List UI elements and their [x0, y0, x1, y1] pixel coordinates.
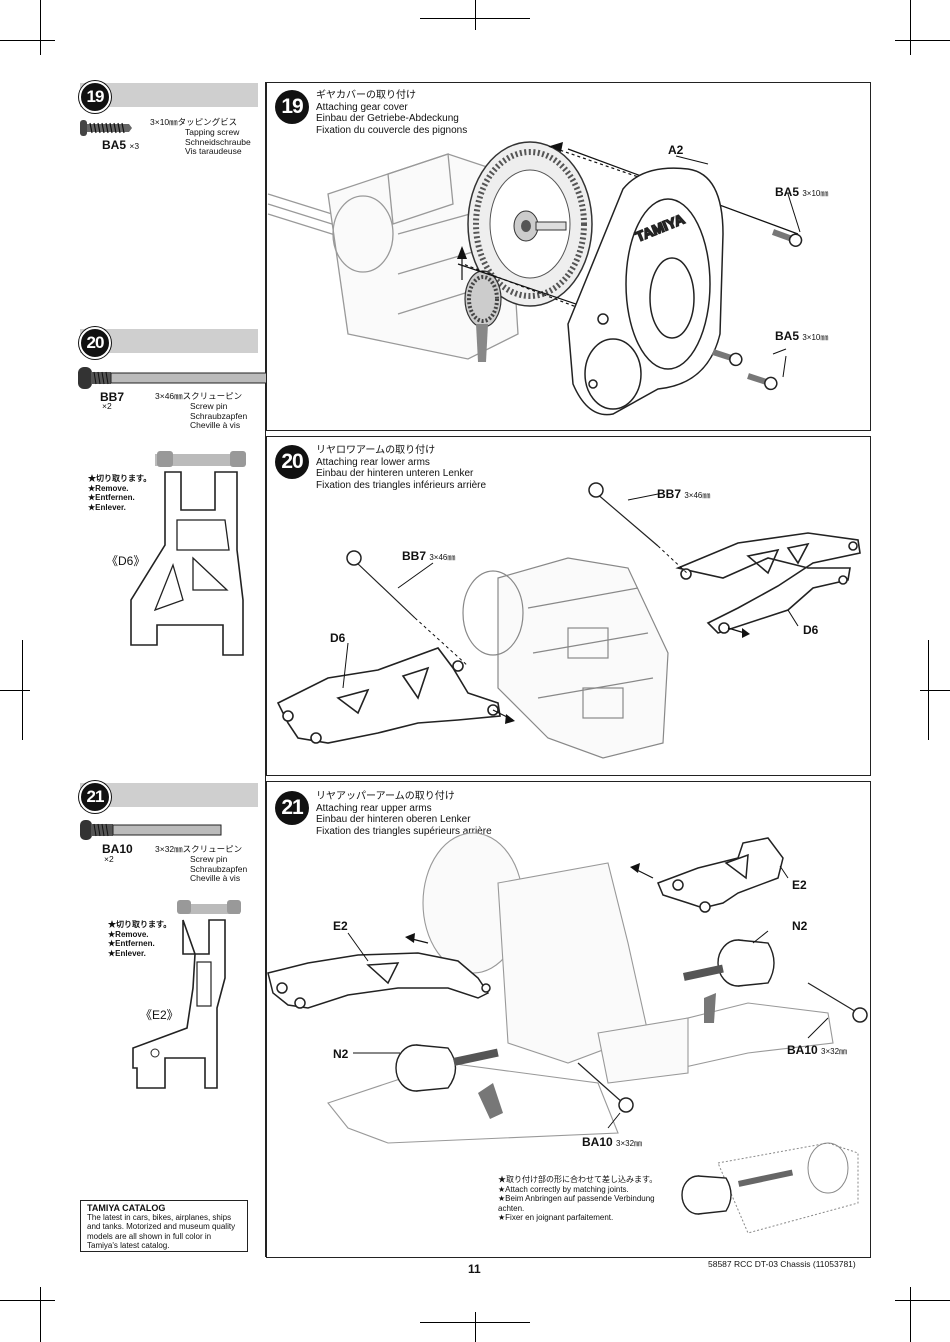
tamiya-catalog-box: TAMIYA CATALOG The latest in cars, bikes… — [80, 1200, 248, 1252]
callout-ba10-right: BA10 3×32㎜ — [787, 1043, 848, 1057]
part-description-translations: Screw pin Schraubzapfen Cheville à vis — [190, 401, 248, 430]
step-20-title: リヤロワアームの取り付け Attaching rear lower arms E… — [316, 445, 487, 491]
step-19-title: ギヤカバーの取り付け Attaching gear cover Einbau d… — [316, 90, 468, 136]
crop-mark — [895, 1300, 950, 1301]
step-19-badge: 19 — [79, 81, 111, 113]
gearbox-illustration: TAMIYA — [267, 141, 803, 416]
part-description: 3×10㎜タッピングビス — [150, 117, 238, 127]
callout-ba10-bottom: BA10 3×32㎜ — [582, 1135, 643, 1149]
tapping-screw-icon — [80, 120, 132, 136]
callout-d6-left: D6 — [330, 631, 346, 645]
callout-ba5-bottom: BA5 3×10㎜ — [775, 329, 829, 343]
remove-note: ★切り取ります。 ★Remove. ★Entfernen. ★Enlever. — [88, 474, 152, 512]
part-description-translations: Tapping screw Schneidschraube Vis taraud… — [185, 127, 251, 156]
crop-mark — [910, 1287, 911, 1342]
part-code: BB7 — [100, 390, 125, 404]
crop-mark — [0, 690, 30, 691]
part-qty: ×2 — [102, 401, 112, 411]
sidebar-divider — [265, 82, 266, 1257]
screw-pin-icon — [80, 820, 222, 840]
attach-tip: ★取り付け部の形に合わせて差し込みます。 ★Attach correctly b… — [498, 1175, 658, 1222]
crop-mark — [910, 0, 911, 55]
catalog-body: The latest in cars, bikes, airplanes, sh… — [87, 1213, 236, 1250]
part-label-e2: 《E2》 — [140, 1008, 179, 1022]
callout-ba5-top: BA5 3×10㎜ — [775, 185, 829, 199]
callout-d6-right: D6 — [803, 623, 819, 637]
callout-n2-right: N2 — [792, 919, 808, 933]
part-code: BA5 ×3 — [102, 138, 140, 152]
part-code: BA10 — [102, 842, 133, 856]
remove-note: ★切り取ります。 ★Remove. ★Entfernen. ★Enlever. — [108, 920, 172, 958]
part-description-translations: Screw pin Schraubzapfen Cheville à vis — [190, 854, 248, 883]
document-id: 58587 RCC DT-03 Chassis (11053781) — [708, 1259, 856, 1269]
e2-part-drawing — [132, 900, 241, 1089]
catalog-title: TAMIYA CATALOG — [87, 1203, 166, 1213]
callout-a2: A2 — [668, 143, 684, 157]
screw-pin-icon — [78, 367, 280, 389]
crop-mark — [0, 40, 55, 41]
crop-mark — [420, 1322, 530, 1323]
step-21-number: 21 — [275, 791, 309, 825]
step-19-number: 19 — [275, 90, 309, 124]
crop-mark — [895, 40, 950, 41]
part-description: 3×46㎜スクリューピン — [155, 391, 243, 401]
crop-mark — [928, 640, 929, 740]
part-label-d6: 《D6》 — [106, 554, 146, 568]
step-21-badge: 21 — [79, 781, 111, 813]
d6-part-drawing — [130, 451, 246, 656]
crop-mark — [920, 690, 950, 691]
part-qty: ×2 — [104, 854, 114, 864]
part-description: 3×32㎜スクリューピン — [155, 844, 243, 854]
page-number: 11 — [468, 1262, 481, 1276]
step-21-title: リヤアッパーアームの取り付け Attaching rear upper arms… — [316, 791, 492, 837]
callout-n2-left: N2 — [333, 1047, 349, 1061]
lower-arms-illustration — [276, 482, 861, 759]
crop-mark — [0, 1300, 55, 1301]
crop-mark — [475, 1312, 476, 1342]
callout-bb7-right: BB7 3×46㎜ — [657, 487, 711, 501]
callout-e2-left: E2 — [333, 919, 348, 933]
callout-e2-right: E2 — [792, 878, 807, 892]
crop-mark — [40, 1287, 41, 1342]
crop-mark — [22, 640, 23, 740]
step-20-badge: 20 — [79, 327, 111, 359]
crop-mark — [40, 0, 41, 55]
crop-mark — [420, 18, 530, 19]
callout-bb7-left: BB7 3×46㎜ — [402, 549, 456, 563]
crop-mark — [475, 0, 476, 30]
step-20-number: 20 — [275, 445, 309, 479]
upper-arms-illustration — [267, 832, 868, 1234]
